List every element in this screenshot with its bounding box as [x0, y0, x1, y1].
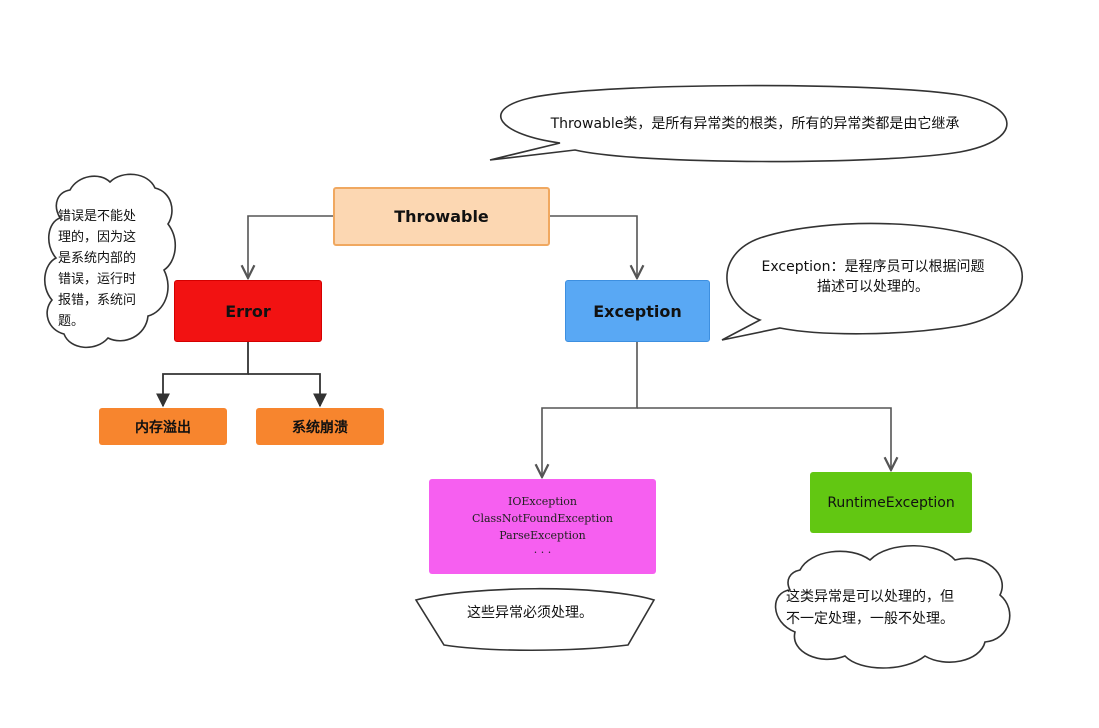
error-node: Error — [174, 280, 322, 342]
checked-exception-ellipsis: · · · — [533, 545, 552, 559]
connector-throwable-error — [248, 215, 333, 278]
error-note-line: 错误是不能处 — [58, 209, 137, 224]
checked-note-text: 这些异常必须处理。 — [467, 605, 593, 621]
exception-note-bubble — [721, 222, 1023, 341]
system-crash-label: 系统崩溃 — [292, 419, 348, 436]
throwable-node: Throwable — [333, 187, 550, 246]
runtime-exception-label: RuntimeException — [827, 494, 955, 511]
out-of-memory-node: 内存溢出 — [99, 408, 227, 445]
error-label: Error — [225, 301, 271, 321]
error-note-line: 题。 — [58, 314, 85, 329]
exception-note-text: Exception：是程序员可以根据问题 描述可以处理的。 — [738, 257, 1008, 297]
error-note-line: 理的，因为这 — [58, 230, 137, 245]
checked-exception-item: IOException — [508, 494, 577, 508]
throwable-note-bubble — [489, 84, 1008, 163]
exception-note-line: Exception：是程序员可以根据问题 — [761, 259, 985, 275]
connector-exception-checked — [542, 342, 638, 477]
throwable-label: Throwable — [394, 207, 489, 226]
connector-error-leaves — [156, 342, 249, 408]
checked-exception-item: ParseException — [499, 528, 586, 542]
out-of-memory-label: 内存溢出 — [135, 419, 191, 436]
connector-exception-runtime — [637, 407, 891, 470]
exception-note-line: 描述可以处理的。 — [817, 279, 929, 295]
runtime-exception-node: RuntimeException — [810, 472, 972, 533]
exception-node: Exception — [565, 280, 710, 342]
error-note-line: 是系统内部的 — [58, 251, 137, 266]
runtime-note-line: 这类异常是可以处理的，但 — [786, 589, 954, 605]
connector-throwable-exception — [550, 215, 637, 278]
runtime-note-cloud — [774, 545, 1011, 669]
throwable-note-text: Throwable类，是所有异常类的根类，所有的异常类都是由它继承 — [550, 116, 960, 132]
connector-error-crash — [248, 373, 327, 408]
runtime-note-text: 这类异常是可以处理的，但 不一定处理，一般不处理。 — [786, 586, 996, 630]
exception-label: Exception — [593, 301, 682, 321]
checked-exceptions-node: IOException ClassNotFoundException Parse… — [429, 479, 656, 574]
checked-note-banner — [414, 587, 656, 652]
system-crash-node: 系统崩溃 — [256, 408, 384, 445]
error-note-line: 错误，运行时 — [58, 272, 137, 287]
runtime-note-line: 不一定处理，一般不处理。 — [786, 611, 954, 627]
checked-exception-item: ClassNotFoundException — [472, 511, 613, 525]
error-note-text: 错误是不能处 理的，因为这 是系统内部的 错误，运行时 报错，系统问 题。 — [58, 206, 166, 332]
error-note-line: 报错，系统问 — [58, 293, 137, 308]
error-note-cloud — [44, 173, 176, 349]
